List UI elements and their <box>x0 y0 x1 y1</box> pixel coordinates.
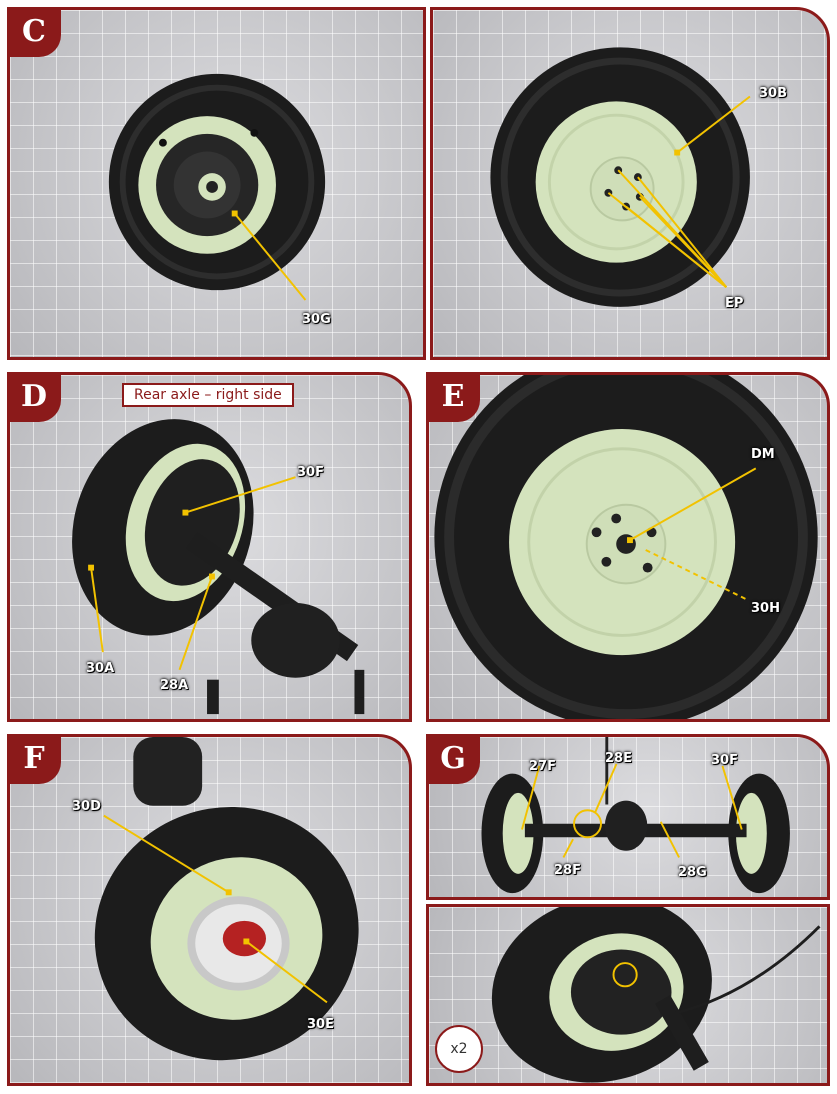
label-28e: 28E <box>605 751 632 766</box>
label-30a: 30A <box>86 661 115 676</box>
label-30f: 30F <box>297 465 324 480</box>
wheel-outer-image <box>490 47 751 307</box>
label-30h: 30H <box>751 601 780 616</box>
label-dm: DM <box>751 447 775 462</box>
step-g-badge: G <box>429 737 480 784</box>
label-30f-g: 30F <box>711 753 738 768</box>
label-30b: 30B <box>759 86 787 101</box>
label-30d: 30D <box>72 799 101 814</box>
panel-g-bottom: x2 <box>426 904 830 1086</box>
panel-c-left: C 30G <box>7 7 426 360</box>
panel-g-top: G 27F 28E 30F 28F 28G <box>426 734 830 900</box>
label-28f: 28F <box>554 863 581 878</box>
step-f-badge: F <box>10 737 61 784</box>
label-30g: 30G <box>302 312 331 327</box>
label-ep: EP <box>725 296 744 311</box>
wheel-closeup-image <box>434 375 818 719</box>
step-e-badge: E <box>429 375 480 422</box>
label-28a: 28A <box>160 678 189 693</box>
step-c-badge: C <box>10 10 61 57</box>
step-d-badge: D <box>10 375 61 422</box>
panel-f: F 30D 30E <box>7 734 412 1086</box>
label-28g: 28G <box>678 865 707 880</box>
panel-c-right: 30B EP <box>430 7 830 360</box>
panel-e: E DM 30H <box>426 372 830 722</box>
wheel-inner-image <box>108 73 326 301</box>
quantity-badge: x2 <box>435 1025 483 1073</box>
label-30e: 30E <box>307 1017 334 1032</box>
panel-d-caption: Rear axle – right side <box>122 383 294 407</box>
hubcap-image <box>94 737 359 1061</box>
label-27f: 27F <box>529 759 556 774</box>
panel-d: D Rear axle – right side 30F 30A 28A <box>7 372 412 722</box>
wheel-back-image <box>491 907 821 1083</box>
rear-axle-image <box>72 419 365 715</box>
full-axle-image <box>481 737 790 894</box>
